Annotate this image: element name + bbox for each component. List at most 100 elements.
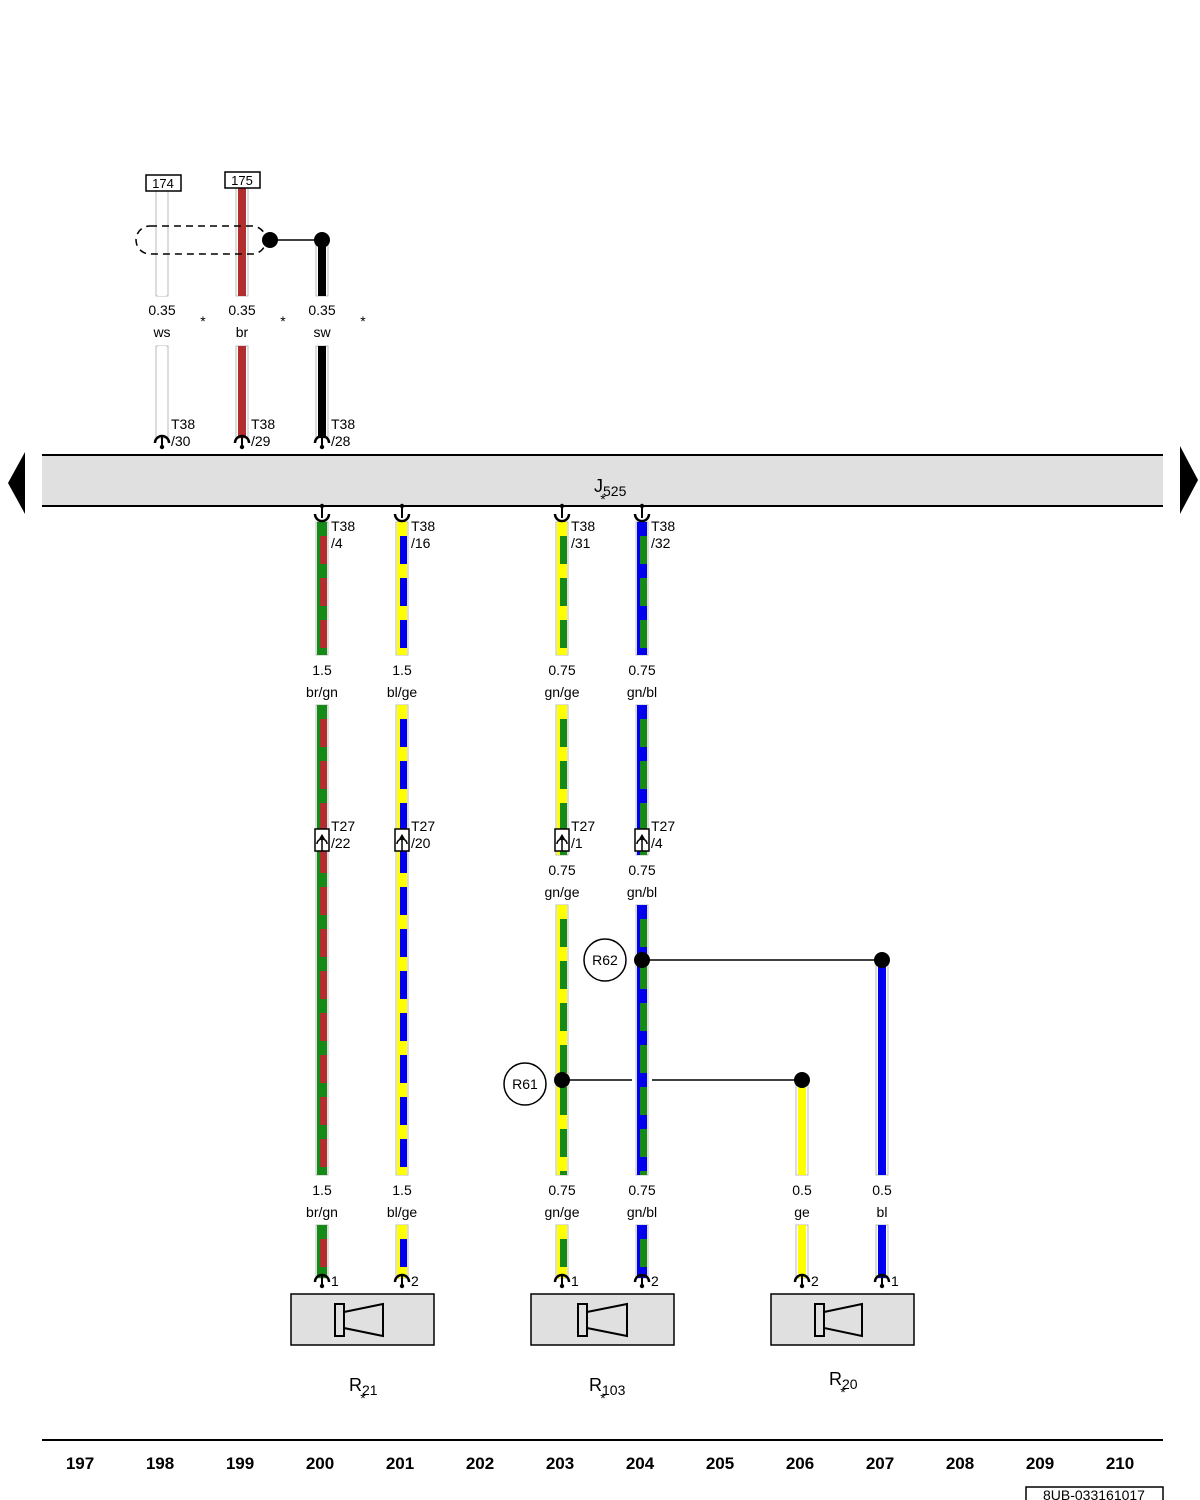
wire-segment-gn-bl xyxy=(635,904,649,1176)
next-page-arrow-icon[interactable] xyxy=(1180,446,1198,514)
pin-t27-1-num: /1 xyxy=(571,835,583,851)
wire-labels: 0.35 ws 0.35 br 0.35 sw * * * 1.5 br/gn … xyxy=(148,302,892,1220)
r20-pin-2: 2 xyxy=(811,1273,819,1289)
shield-junction-dot xyxy=(262,232,278,248)
wire-ws-size: 0.35 xyxy=(148,302,175,318)
speaker-r20[interactable]: R20 * xyxy=(770,1293,915,1400)
column-number: 203 xyxy=(546,1454,574,1473)
cable-shield xyxy=(135,225,330,255)
splice-r62-end-dot xyxy=(874,952,890,968)
pin-t38-31-num: /31 xyxy=(571,535,591,551)
pin-t38-16-num: /16 xyxy=(411,535,431,551)
speaker-r103[interactable]: R103 * xyxy=(530,1293,675,1406)
pin-t27-20-conn: T27 xyxy=(411,818,435,834)
inline-connector-t27 xyxy=(394,828,410,852)
ground-junction-dot xyxy=(314,232,330,248)
wire-brgn-c-size: 1.5 xyxy=(312,1182,332,1198)
wire-bl-size: 0.5 xyxy=(872,1182,892,1198)
wire-segment-ge xyxy=(795,1079,809,1176)
wire-segment-bl-ge xyxy=(395,1224,409,1279)
speaker-r20-icon xyxy=(814,1302,863,1338)
speaker-r20-label: R20 xyxy=(829,1369,858,1392)
wire-gnge-b-size: 0.75 xyxy=(548,862,575,878)
control-module-j525[interactable]: J525 * xyxy=(42,454,1163,507)
wires-layer xyxy=(155,186,889,1279)
column-number: 205 xyxy=(706,1454,734,1473)
connector-ref-175-label: 175 xyxy=(231,173,253,188)
pin-t38-4-conn: T38 xyxy=(331,518,355,534)
wire-segment-br-gn xyxy=(315,521,329,656)
splice-r62-dot xyxy=(634,952,650,968)
splice-r62[interactable]: R62 xyxy=(583,938,890,982)
wire-sw-size: 0.35 xyxy=(308,302,335,318)
pin-symbol-speaker xyxy=(633,1273,651,1289)
splice-r61[interactable]: R61 xyxy=(503,1062,810,1106)
pin-symbol-top xyxy=(153,434,171,450)
wire-segment-ws xyxy=(155,345,169,439)
pin-t27-22-num: /22 xyxy=(331,835,351,851)
column-number: 208 xyxy=(946,1454,974,1473)
wire-brgn-a-color: br/gn xyxy=(306,684,338,700)
pin-t38-28-conn: T38 xyxy=(331,416,355,432)
wire-brgn-a-size: 1.5 xyxy=(312,662,332,678)
pin-symbol-speaker xyxy=(873,1273,891,1289)
speaker-r103-label: R103 xyxy=(589,1375,626,1398)
inline-connector-t27 xyxy=(314,828,330,852)
wire-segment-br xyxy=(235,345,249,439)
pin-symbol-bottom xyxy=(393,503,411,523)
connector-ref-174[interactable]: 174 xyxy=(145,174,182,192)
wire-br-color: br xyxy=(236,324,249,340)
wire-gnbl-b-color: gn/bl xyxy=(627,884,657,900)
wire-segment-sw xyxy=(315,345,329,439)
pin-t38-4-num: /4 xyxy=(331,535,343,551)
wire-gnge-c-size: 0.75 xyxy=(548,1182,575,1198)
pin-symbol-speaker xyxy=(313,1273,331,1289)
speaker-r21[interactable]: R21 * xyxy=(290,1293,435,1406)
inline-connector-t27 xyxy=(634,828,650,852)
wire-br-size: 0.35 xyxy=(228,302,255,318)
pin-symbol-speaker xyxy=(553,1273,571,1289)
pin-symbol-bottom xyxy=(633,503,651,523)
wire-segment-br-gn xyxy=(315,704,329,1176)
pin-symbol-top xyxy=(313,434,331,450)
wire-sw-color: sw xyxy=(313,324,331,340)
speaker-r21-star: * xyxy=(360,1390,366,1406)
wire-segment-sw xyxy=(315,239,329,297)
pin-t38-32-conn: T38 xyxy=(651,518,675,534)
pin-t38-30-num: /30 xyxy=(171,433,191,449)
column-number: 204 xyxy=(626,1454,655,1473)
wire-blge-a-size: 1.5 xyxy=(392,662,412,678)
speaker-r21-icon xyxy=(334,1302,384,1338)
pin-t27-4-num: /4 xyxy=(651,835,663,851)
inline-connector-t27 xyxy=(554,828,570,852)
wire-segment-bl xyxy=(875,1224,889,1279)
connector-ref-175[interactable]: 175 xyxy=(224,171,261,189)
pin-t38-28-num: /28 xyxy=(331,433,351,449)
wire-segment-gn-ge xyxy=(555,1224,569,1279)
wire-segment-gn-ge xyxy=(555,704,569,856)
wire-gnbl-c-color: gn/bl xyxy=(627,1204,657,1220)
column-number: 199 xyxy=(226,1454,254,1473)
wire-segment-gn-ge xyxy=(555,904,569,1176)
pin-symbols xyxy=(153,434,891,1289)
previous-page-arrow-icon[interactable] xyxy=(8,452,25,514)
r103-pin-2: 2 xyxy=(651,1273,659,1289)
wire-segment-gn-ge xyxy=(555,521,569,656)
wire-blge-c-size: 1.5 xyxy=(392,1182,412,1198)
wire-segment-br xyxy=(235,186,249,297)
wire-blge-a-color: bl/ge xyxy=(387,684,418,700)
splice-r61-end-dot xyxy=(794,1072,810,1088)
pin-labels: T38 /30 T38 /29 T38 /28 T38 /4 T38 /16 T… xyxy=(171,416,899,1289)
wire-br-star: * xyxy=(280,313,286,329)
pin-t38-29-num: /29 xyxy=(251,433,271,449)
pin-symbol-speaker xyxy=(393,1273,411,1289)
wire-sw-star: * xyxy=(360,313,366,329)
wire-gnbl-a-color: gn/bl xyxy=(627,684,657,700)
r21-pin-1: 1 xyxy=(331,1273,339,1289)
speaker-r20-star: * xyxy=(840,1384,846,1400)
r103-pin-1: 1 xyxy=(571,1273,579,1289)
pin-t38-16-conn: T38 xyxy=(411,518,435,534)
wire-gnbl-b-size: 0.75 xyxy=(628,862,655,878)
